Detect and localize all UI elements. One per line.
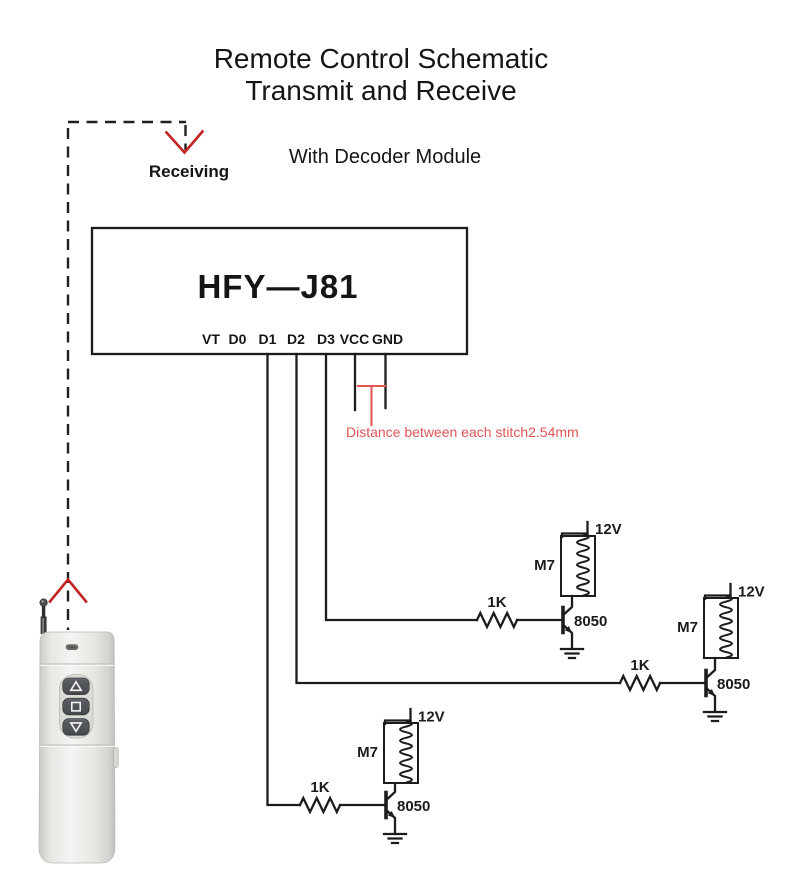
relay-coil-outline — [560, 535, 596, 597]
ground-icon — [382, 832, 408, 845]
antenna-tip-highlight — [41, 600, 44, 603]
ground-icon — [559, 647, 585, 660]
pin-label-d1: D1 — [259, 331, 277, 347]
coil-winding — [719, 595, 733, 659]
up-triangle-icon — [69, 680, 83, 692]
collector-wire — [705, 656, 717, 680]
pin-label-d0: D0 — [229, 331, 247, 347]
side-button — [113, 747, 119, 768]
diode-label: M7 — [357, 744, 378, 761]
coil-top-jog — [703, 594, 732, 601]
page-subtitle: With Decoder Module — [289, 146, 481, 168]
antenna-upper-segment — [41, 605, 46, 618]
diode-label: M7 — [534, 557, 555, 574]
supply-label: 12V — [418, 709, 445, 726]
pin-label-d3: D3 — [317, 331, 335, 347]
pin-label-vt: VT — [202, 331, 220, 347]
antenna-highlight — [42, 616, 44, 634]
remote-body — [38, 631, 116, 864]
transistor-label: 8050 — [574, 613, 607, 630]
square-icon — [71, 701, 82, 712]
receiving-label: Receiving — [149, 162, 229, 181]
page-title-line2: Transmit and Receive — [245, 75, 516, 106]
emitter-arrow — [564, 626, 572, 633]
page-title-line1: Remote Control Schematic — [214, 43, 549, 74]
resistor-1k-d1 — [298, 795, 342, 815]
supply-label: 12V — [738, 584, 765, 601]
receive-arrow-down-icon — [164, 129, 205, 155]
antenna-tip-ball — [39, 598, 48, 607]
relay-coil-outline — [703, 597, 739, 659]
diode-label: M7 — [677, 619, 698, 636]
emitter-arrow — [387, 811, 395, 818]
transistor-label: 8050 — [397, 798, 430, 815]
supply-label: 12V — [595, 521, 622, 538]
resistor-label: 1K — [487, 594, 506, 611]
coil-top-jog — [560, 532, 589, 539]
driver-cell-d1: 12V M7 1K 8050 — [310, 707, 445, 845]
transistor-label: 8050 — [717, 676, 750, 693]
decoder-module-box — [90, 226, 469, 356]
remote-button-down — [62, 718, 90, 736]
wire-d3 — [324, 352, 564, 622]
relay-coil-outline — [383, 722, 419, 784]
collector-wire — [562, 594, 574, 617]
down-triangle-icon — [69, 722, 83, 733]
ground-icon — [702, 710, 728, 723]
coil-winding — [576, 533, 590, 597]
collector-wire — [385, 781, 397, 802]
resistor-1k-d3 — [475, 610, 519, 630]
resistor-label: 1K — [630, 657, 649, 674]
resistor-label: 1K — [310, 779, 329, 796]
resistor-1k-d2 — [618, 673, 662, 693]
pin-label-vcc: VCC — [340, 331, 370, 347]
transmit-arrow-up-icon — [48, 577, 88, 604]
coil-winding — [399, 720, 413, 784]
emitter-arrow — [707, 689, 715, 696]
driver-cell-d2: 12V M7 1K 8050 — [630, 582, 765, 723]
remote-button-up — [62, 677, 90, 696]
pin-label-gnd: GND — [372, 331, 403, 347]
coil-top-jog — [383, 719, 412, 726]
remote-control-image — [38, 598, 119, 864]
pitch-note: Distance between each stitch2.54mm — [346, 424, 579, 440]
wire-d2 — [295, 352, 707, 685]
pin-label-d2: D2 — [287, 331, 305, 347]
module-name: HFY—J81 — [197, 268, 358, 305]
led-slot-inner — [68, 646, 76, 649]
wire-d1 — [266, 352, 387, 807]
remote-button-stop — [62, 697, 90, 716]
driver-cell-d3: 12V M7 1K 8050 — [487, 520, 622, 660]
